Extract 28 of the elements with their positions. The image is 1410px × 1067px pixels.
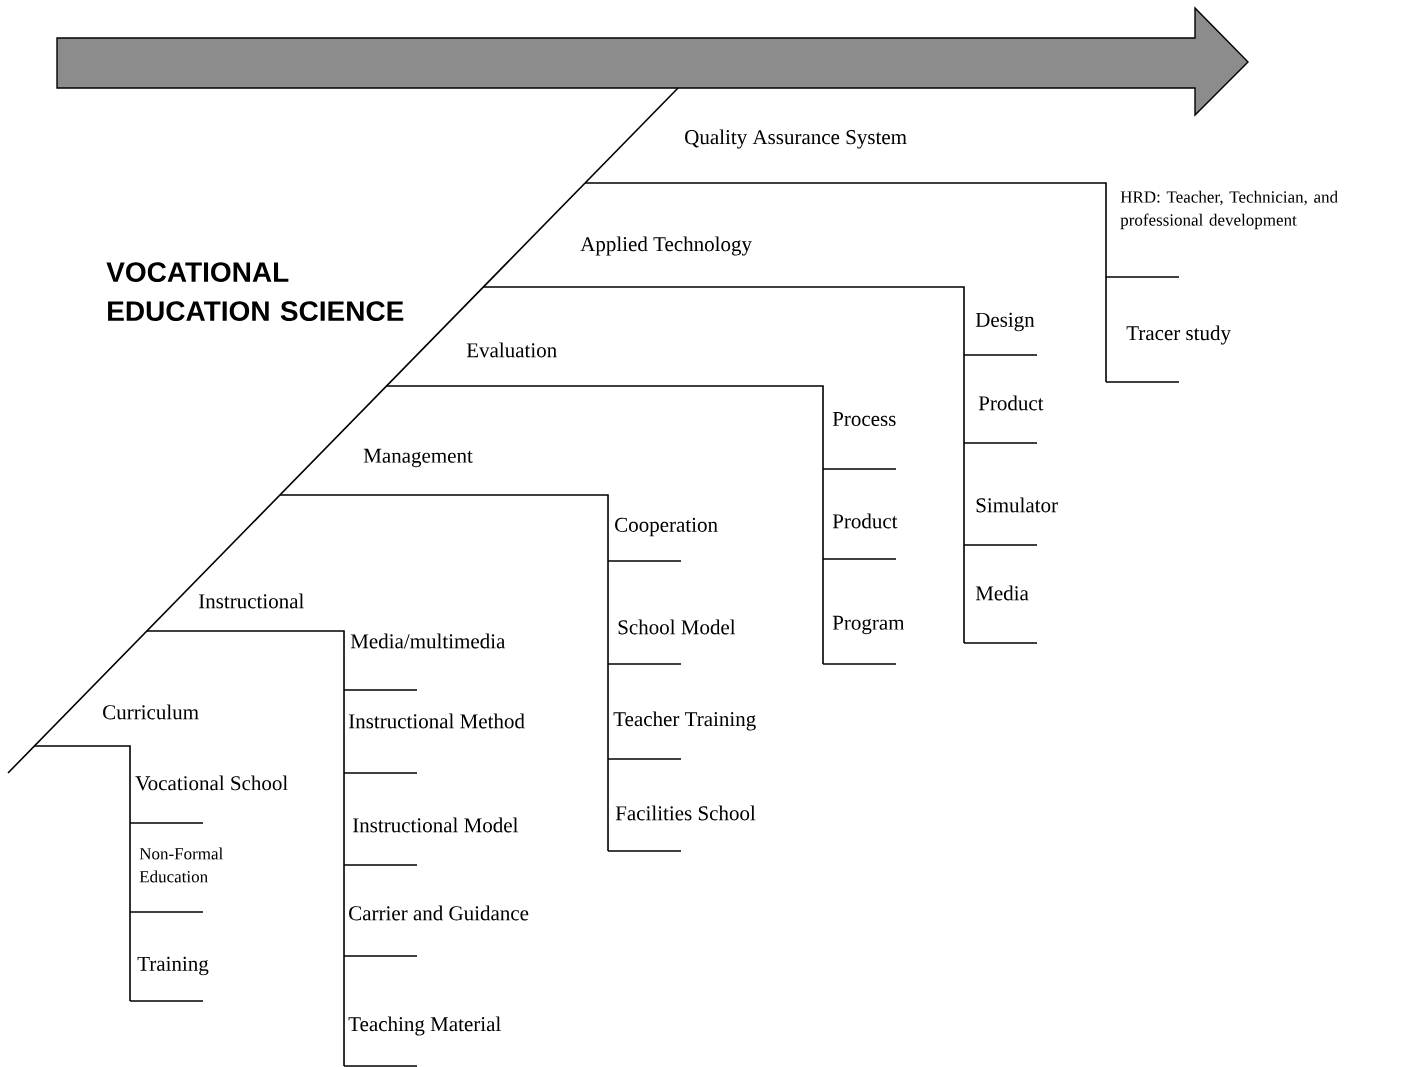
item-label: School Model — [618, 619, 736, 635]
item-label: Cooperation — [615, 517, 718, 537]
item-label: Design — [975, 312, 1035, 332]
item-label: Training — [137, 956, 209, 976]
item-label: Instructional Method — [348, 713, 525, 729]
item-label: Facilities School — [615, 805, 756, 821]
category-label: Curriculum — [103, 704, 199, 720]
item-label: Process — [832, 412, 896, 426]
category-label: Instructional — [198, 593, 304, 609]
item-label: Carrier and Guidance — [349, 905, 529, 921]
item-label: Non-Formal Education — [139, 847, 223, 883]
item-label: HRD: Teacher, Technician, and professional development — [1120, 190, 1338, 230]
item-label: Program — [832, 615, 905, 635]
item-label: Product — [832, 513, 898, 529]
item-label: Teaching Material — [348, 1016, 501, 1036]
item-label: Media — [975, 585, 1029, 601]
item-label: Media/multimedia — [350, 633, 506, 649]
category-label: Applied Technology — [580, 236, 752, 256]
heading: VOCATIONAL EDUCATION SCIENCE — [106, 262, 404, 321]
category-label: Evaluation — [466, 342, 557, 358]
category-label: Quality Assurance System — [685, 129, 907, 149]
item-label: Simulator — [976, 497, 1058, 513]
category-label: Management — [363, 448, 473, 468]
item-label: Teacher Training — [613, 711, 756, 731]
item-label: Instructional Model — [352, 817, 518, 833]
item-label: Tracer study — [1126, 325, 1231, 345]
item-label: Product — [978, 395, 1044, 411]
item-label: Vocational School — [135, 775, 288, 791]
